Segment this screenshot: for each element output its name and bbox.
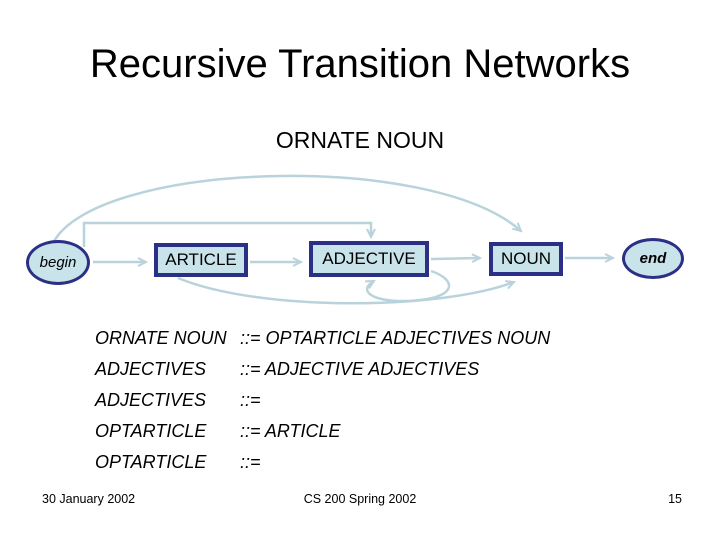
rule-rhs: ::= ADJECTIVE ADJECTIVES <box>240 359 480 379</box>
state-article: ARTICLE <box>154 243 248 277</box>
grammar-rule: ADJECTIVES::= <box>95 385 550 416</box>
edge-adjective-to-noun <box>430 253 483 264</box>
grammar-rule: OPTARTICLE::= ARTICLE <box>95 416 550 447</box>
edge-begin-to-adjective-bracket <box>82 221 376 247</box>
rule-rhs: ::= <box>240 390 261 410</box>
state-adjective-label: ADJECTIVE <box>322 249 416 268</box>
rule-rhs: ::= ARTICLE <box>240 421 341 441</box>
grammar-rule: ADJECTIVES::= ADJECTIVE ADJECTIVES <box>95 354 550 385</box>
rule-lhs: ORNATE NOUN <box>95 328 227 348</box>
state-end-label: end <box>639 250 667 267</box>
rule-lhs: OPTARTICLE <box>95 452 207 472</box>
state-end: end <box>622 238 684 279</box>
rule-lhs: ADJECTIVES <box>95 359 207 379</box>
edge-begin-to-noun-arc <box>51 174 523 244</box>
grammar-rule: ORNATE NOUN::= OPTARTICLE ADJECTIVES NOU… <box>95 323 550 354</box>
grammar-rules: ORNATE NOUN::= OPTARTICLE ADJECTIVES NOU… <box>95 323 550 478</box>
slide-subtitle: ORNATE NOUN <box>275 127 445 153</box>
state-begin: begin <box>26 240 90 285</box>
state-article-label: ARTICLE <box>165 250 237 269</box>
edge-article-to-noun-under-arc <box>177 276 517 305</box>
rule-lhs: OPTARTICLE <box>95 421 207 441</box>
slide-title: Recursive Transition Networks <box>89 42 631 86</box>
state-noun: NOUN <box>489 242 563 276</box>
footer-course: CS 200 Spring 2002 <box>303 492 417 506</box>
footer-date: 30 January 2002 <box>42 492 136 506</box>
rule-rhs: ::= OPTARTICLE ADJECTIVES NOUN <box>240 328 551 348</box>
edge-adjective-self-loop <box>365 269 451 303</box>
rule-lhs: ADJECTIVES <box>95 390 207 410</box>
footer-page-number: 15 <box>668 492 682 506</box>
state-begin-label: begin <box>39 254 77 271</box>
grammar-rule: OPTARTICLE::= <box>95 447 550 478</box>
rule-rhs: ::= <box>240 452 261 472</box>
state-noun-label: NOUN <box>500 249 552 268</box>
state-adjective: ADJECTIVE <box>309 241 429 277</box>
